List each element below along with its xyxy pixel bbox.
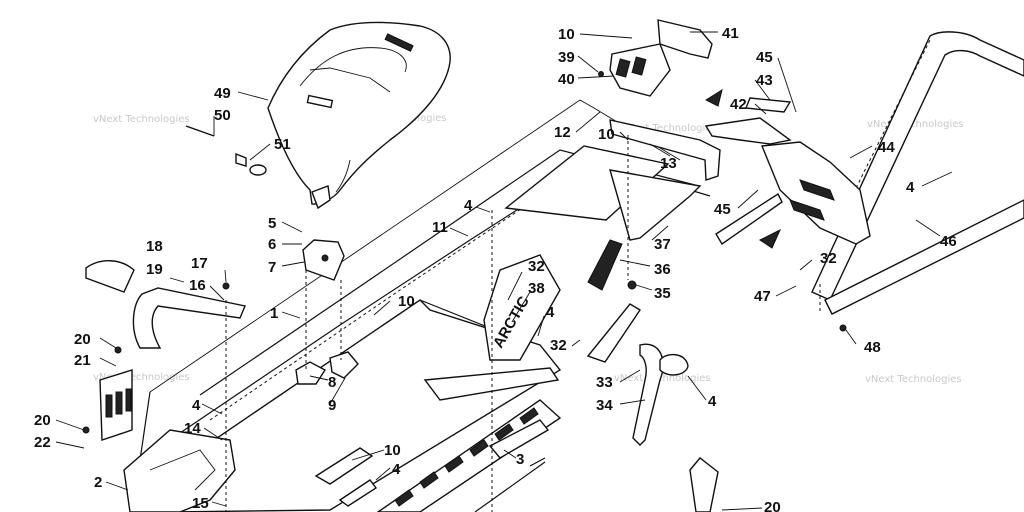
callout-39: 39 <box>558 49 575 66</box>
callout-50: 50 <box>214 107 231 124</box>
callout-34: 34 <box>596 397 613 414</box>
callout-32: 32 <box>550 337 567 354</box>
callout-6: 6 <box>268 236 276 253</box>
callout-36: 36 <box>654 261 671 278</box>
callout-45: 45 <box>756 49 773 66</box>
callout-20: 20 <box>764 499 781 512</box>
callout-2: 2 <box>94 474 102 491</box>
watermark: vNext Technologies <box>867 119 964 130</box>
rear-bumper <box>811 31 1024 315</box>
callout-16: 16 <box>189 277 206 294</box>
callout-labels: 10 41 39 45 40 43 42 49 50 51 12 10 13 4… <box>34 25 957 512</box>
callout-8: 8 <box>328 374 336 391</box>
callout-20: 20 <box>74 331 91 348</box>
callout-17: 17 <box>191 255 208 272</box>
callout-7: 7 <box>268 259 276 276</box>
callout-19: 19 <box>146 261 163 278</box>
tunnel-assembly <box>139 99 711 512</box>
callout-18: 18 <box>146 238 163 255</box>
callout-32: 32 <box>820 250 837 267</box>
callout-21: 21 <box>74 352 91 369</box>
callout-37: 37 <box>654 236 671 253</box>
callout-11: 11 <box>432 219 448 236</box>
callout-38: 38 <box>528 280 545 297</box>
callout-4: 4 <box>708 393 717 410</box>
callout-42: 42 <box>730 96 747 113</box>
callout-12: 12 <box>554 124 571 141</box>
watermark: vNext Technologies <box>614 373 711 384</box>
callout-4: 4 <box>464 197 473 214</box>
watermark: vNext Technologies <box>865 374 962 385</box>
callout-14: 14 <box>184 420 201 437</box>
callout-47: 47 <box>754 288 771 305</box>
heat-exchanger <box>376 399 562 512</box>
callout-20: 20 <box>34 412 51 429</box>
callout-15: 15 <box>192 495 209 512</box>
callout-33: 33 <box>596 374 613 391</box>
watermark: vNext Technologies <box>93 372 190 383</box>
callout-43: 43 <box>756 72 773 89</box>
callout-4: 4 <box>192 397 201 414</box>
callout-45: 45 <box>714 201 731 218</box>
callout-46: 46 <box>940 233 957 250</box>
callout-4: 4 <box>906 179 915 196</box>
callout-4: 4 <box>392 461 401 478</box>
watermark: vNext Technologies <box>93 114 190 125</box>
callout-10: 10 <box>398 293 415 310</box>
callout-13: 13 <box>660 155 677 172</box>
callout-44: 44 <box>878 139 895 156</box>
callout-40: 40 <box>558 71 575 88</box>
callout-48: 48 <box>864 339 881 356</box>
callout-51: 51 <box>274 136 291 153</box>
leader-lines <box>55 31 953 511</box>
callout-3: 3 <box>516 451 524 468</box>
callout-35: 35 <box>654 285 671 302</box>
watermark: vNext Technologies <box>620 123 717 134</box>
callout-41: 41 <box>722 25 739 42</box>
callout-1: 1 <box>270 305 278 322</box>
callout-4: 4 <box>546 304 555 321</box>
callout-49: 49 <box>214 85 231 102</box>
callout-22: 22 <box>34 434 51 451</box>
callout-32: 32 <box>528 258 545 275</box>
callout-10: 10 <box>384 442 401 459</box>
callout-10: 10 <box>598 126 615 143</box>
callout-10: 10 <box>558 26 575 43</box>
callout-9: 9 <box>328 397 336 414</box>
callout-5: 5 <box>268 215 276 232</box>
seat <box>267 21 451 210</box>
